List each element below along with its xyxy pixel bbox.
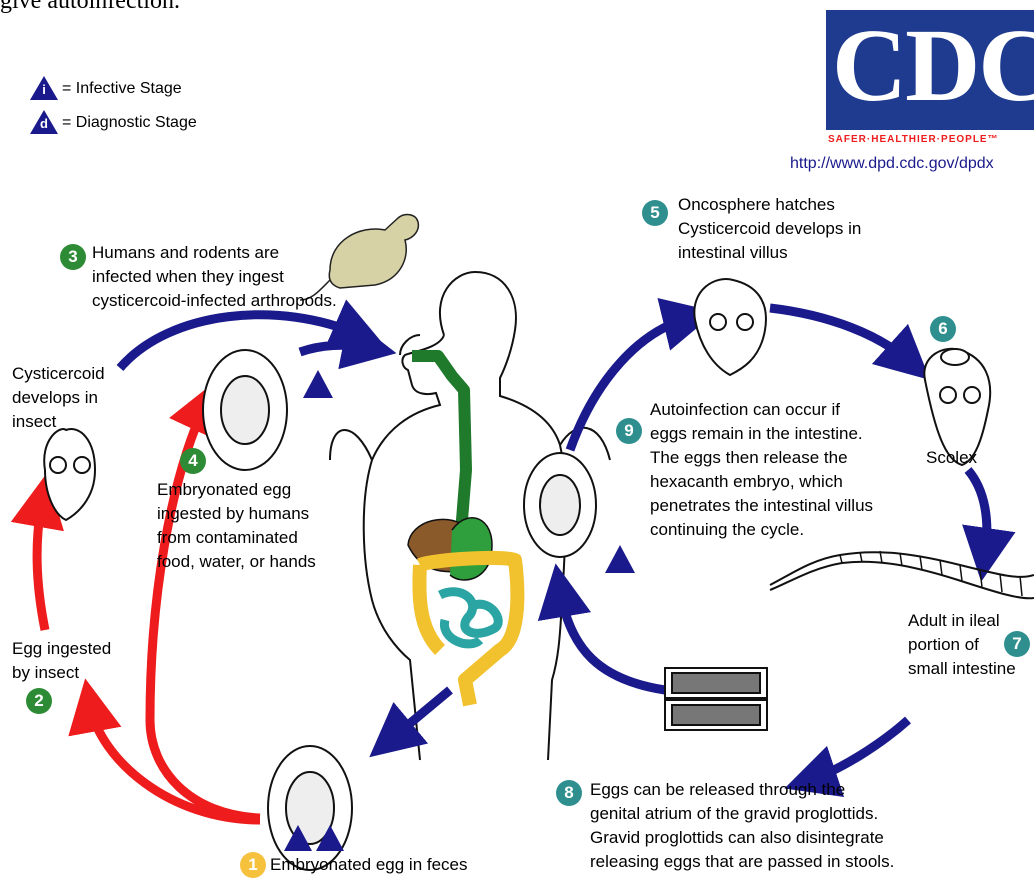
step-5-text: Oncosphere hatches Cysticercoid develops… — [678, 193, 861, 265]
infective-stage-marker — [605, 545, 635, 573]
step-4-badge: 4 — [180, 448, 206, 474]
diagnostic-stage-marker — [284, 825, 312, 851]
step-6-badge: 6 — [930, 316, 956, 342]
step-8-text: Eggs can be released through the genital… — [590, 778, 894, 874]
digestive-system — [408, 356, 517, 705]
proglottid-illustration — [665, 668, 767, 730]
step-7-badge: 7 — [1004, 631, 1030, 657]
step-9-badge: 9 — [616, 418, 642, 444]
adult-worm-illustration — [770, 551, 1034, 598]
infective-stage-marker — [316, 825, 344, 851]
step-6-text: Scolex — [926, 446, 977, 470]
step-1-badge: 1 — [240, 852, 266, 878]
step-9-text: Autoinfection can occur if eggs remain i… — [650, 398, 873, 542]
cysticercoid-label: Cysticercoid develops in insect — [12, 362, 105, 434]
step-5-badge: 5 — [642, 200, 668, 226]
step-4-text: Embryonated egg ingested by humans from … — [157, 478, 316, 574]
step-7-text: Adult in ileal portion of small intestin… — [908, 609, 1016, 681]
step-3-text: Humans and rodents are infected when the… — [92, 241, 337, 313]
step-2-text: Egg ingested by insect — [12, 637, 111, 685]
infective-stage-marker — [303, 370, 333, 398]
step-8-badge: 8 — [556, 780, 582, 806]
step-2-badge: 2 — [26, 688, 52, 714]
egg-illustration — [203, 350, 596, 870]
step-1-text: Embryonated egg in feces — [270, 853, 468, 877]
step-3-badge: 3 — [60, 244, 86, 270]
